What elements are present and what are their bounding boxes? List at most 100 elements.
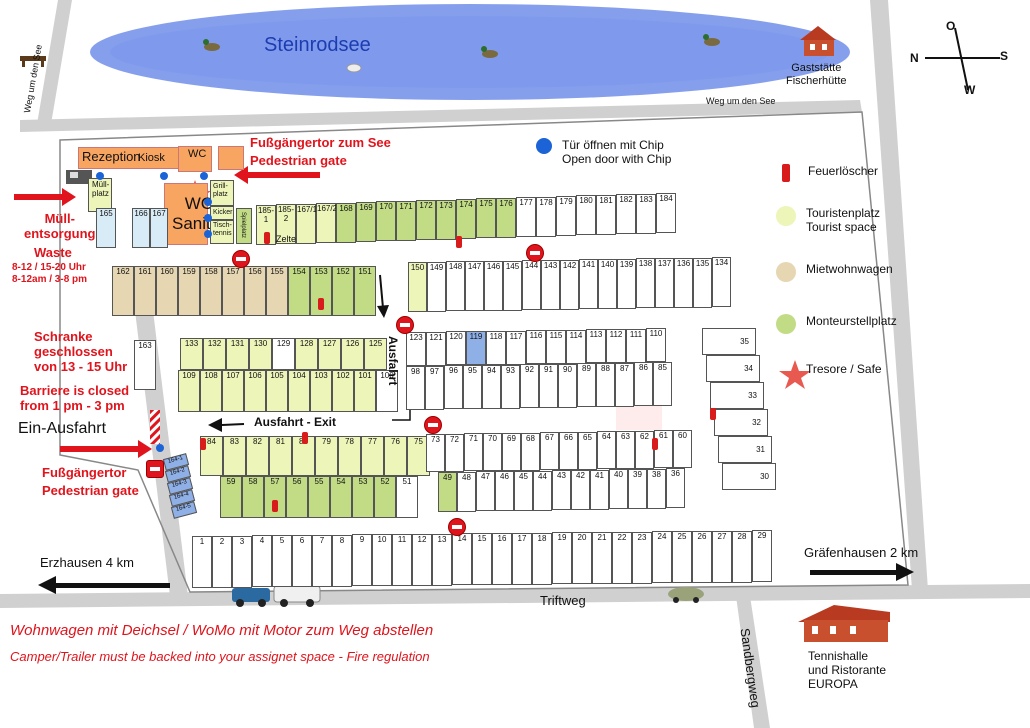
exit-arrows [208,274,411,432]
direction-left-label: Erzhausen 4 km [40,555,134,570]
plot-number: 98 [411,367,420,376]
plot-number: 70 [488,434,497,444]
compass-rose [925,27,1000,91]
plot-159: 159 [178,266,200,316]
plot-number: 46 [500,472,509,482]
plot-120: 120 [446,331,466,366]
plot-number: 63 [621,432,630,441]
plot-97: 97 [425,365,444,410]
plot-89: 89 [577,363,596,408]
plot-38: 38 [647,468,666,509]
plot-70: 70 [483,433,502,472]
plot-number: 61 [659,431,668,441]
footer-note-de: Wohnwagen mit Deichsel / WoMo mit Motor … [10,622,434,639]
plot-number: 39 [633,470,642,479]
plot-64: 64 [597,431,616,470]
kicker-label: Kicker [213,209,233,216]
plot-number: 131 [230,339,245,348]
plot-number: 108 [204,371,218,380]
plot-number: 1 [199,537,205,546]
plot-number: 10 [377,535,387,545]
grill-label: Grill- platz [213,183,228,199]
plot-number: 164-3 [171,479,188,489]
plot-number: 32 [752,418,761,427]
plot-number: 105 [270,371,284,380]
plot-174: 174 [456,199,476,239]
barrier-label-en: Barriere is closed from 1 pm - 3 pm [20,383,130,413]
plot-number: 65 [583,432,592,442]
plot-number: 181 [599,195,613,205]
plot-number: 4 [259,536,265,546]
restaurant-top-label: Gaststätte Fischerhütte [786,62,847,87]
grill-place [210,180,234,206]
plot-number: 142 [562,260,577,270]
plot-number: 36 [671,469,680,479]
plot-12: 12 [412,533,432,586]
plot-127: 127 [318,338,341,370]
plot-132: 132 [203,338,226,370]
plot-161: 161 [134,266,156,316]
house-europa [798,605,890,642]
legend-safe: Tresore / Safe [776,362,882,376]
plot-number: 92 [525,365,534,375]
restaurant-bottom-label: Tennishalle und Ristorante EUROPA [808,649,887,691]
plot-number: 164-2 [169,467,186,477]
plot-number: 83 [230,437,239,446]
plot-113: 113 [586,329,606,364]
plot-151: 151 [354,266,376,316]
plot-number: 11 [397,535,407,544]
plot-87: 87 [615,362,634,407]
plot-100: 100 [376,370,398,412]
plot-169: 169 [356,202,376,242]
plot-number: 53 [358,477,368,486]
plot-175: 175 [476,198,496,239]
plot-number: 44 [538,471,547,481]
plot-number: 151 [358,267,372,276]
plot-number: 178 [539,197,553,207]
plot-number: 120 [449,332,463,342]
plot-170: 170 [376,201,396,242]
stop-sign [146,460,164,478]
plot-63: 63 [616,431,635,469]
plot-29: 29 [752,530,772,583]
plot-109: 109 [178,370,200,412]
extinguisher-marker [318,298,324,310]
plot-number: 119 [469,332,483,342]
plot-number: 48 [462,472,471,482]
footer-note-en: Camper/Trailer must be backed into your … [10,649,430,664]
plot-177: 177 [516,197,536,238]
plot-59: 59 [220,476,242,518]
plot-number: 27 [717,531,727,541]
plot-number: 20 [577,533,587,543]
chip-door-marker [204,230,212,238]
plot-62: 62 [635,430,654,469]
plot-3: 3 [232,535,252,588]
plot-number: 159 [182,267,196,276]
plot-36: 36 [666,468,685,509]
plot-number: 156 [248,267,262,276]
plot-number: 85 [658,363,667,373]
plot-number: 19 [557,533,567,543]
exit-horizontal-label: Ausfahrt - Exit [254,415,337,429]
extinguisher-marker [456,236,462,248]
road-label-lake-top: Weg um den See [706,96,776,106]
plot-number: 185-2 [277,205,294,224]
plot-number: 72 [450,434,459,444]
plot-number: 7 [319,535,325,545]
plot-number: 81 [276,437,285,446]
plot-number: 167 [152,209,166,218]
plot-number: 139 [619,259,634,269]
plot-126: 126 [341,338,364,370]
plot-number: 161 [138,267,152,276]
plot-58: 58 [242,476,264,518]
plot-66: 66 [559,431,578,470]
plot-153: 153 [310,266,332,316]
plot-41: 41 [590,469,609,510]
plot-number: 71 [469,434,478,444]
plot-108: 108 [200,370,222,412]
plot-number: 73 [431,435,440,444]
plot-number: 6 [299,536,305,545]
plot-number: 2 [219,536,225,546]
